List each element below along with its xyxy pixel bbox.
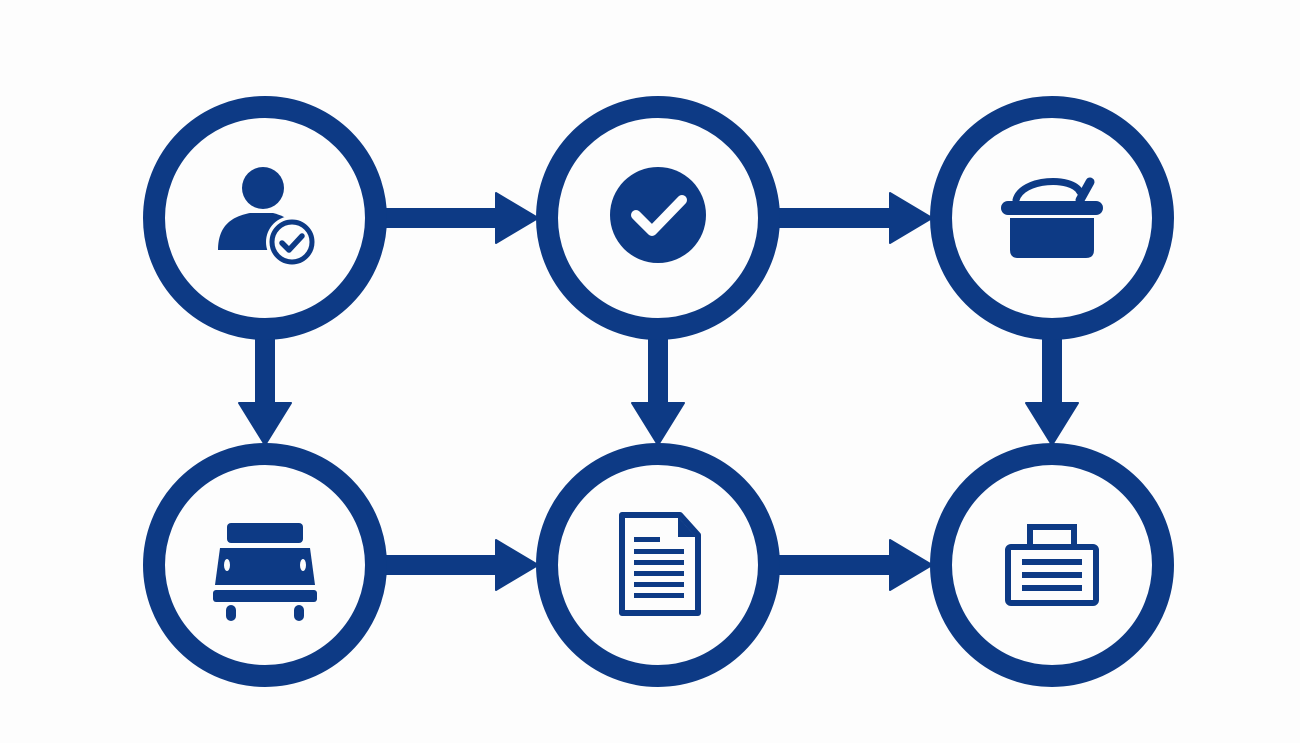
- document-icon: [619, 512, 701, 616]
- arrow-0-to-3: [238, 335, 292, 446]
- arrow-4-to-5: [775, 539, 933, 591]
- arrow-3-to-4: [382, 539, 539, 591]
- arrow-1-to-2: [775, 192, 933, 244]
- vehicle-icon: [213, 523, 317, 621]
- user-check-icon: [218, 167, 318, 268]
- arrow-shape: [1025, 335, 1079, 446]
- flow-node-6: [930, 443, 1174, 687]
- flow-node-5: [536, 443, 780, 687]
- arrow-shape: [238, 335, 292, 446]
- flow-node-3: [930, 96, 1174, 340]
- arrow-shape: [775, 539, 933, 591]
- arrow-2-to-5: [1025, 335, 1079, 446]
- check-circle-icon: [610, 167, 706, 263]
- flow-node-4: [143, 443, 387, 687]
- printer-icon: [1005, 524, 1099, 606]
- arrow-1-to-4: [631, 335, 685, 446]
- arrow-shape: [382, 539, 539, 591]
- arrow-shape: [631, 335, 685, 446]
- flow-node-2: [536, 96, 780, 340]
- arrow-0-to-1: [382, 192, 539, 244]
- arrow-shape: [775, 192, 933, 244]
- arrow-shape: [382, 192, 539, 244]
- basket-icon: [1001, 177, 1103, 258]
- flow-node-1: [143, 96, 387, 340]
